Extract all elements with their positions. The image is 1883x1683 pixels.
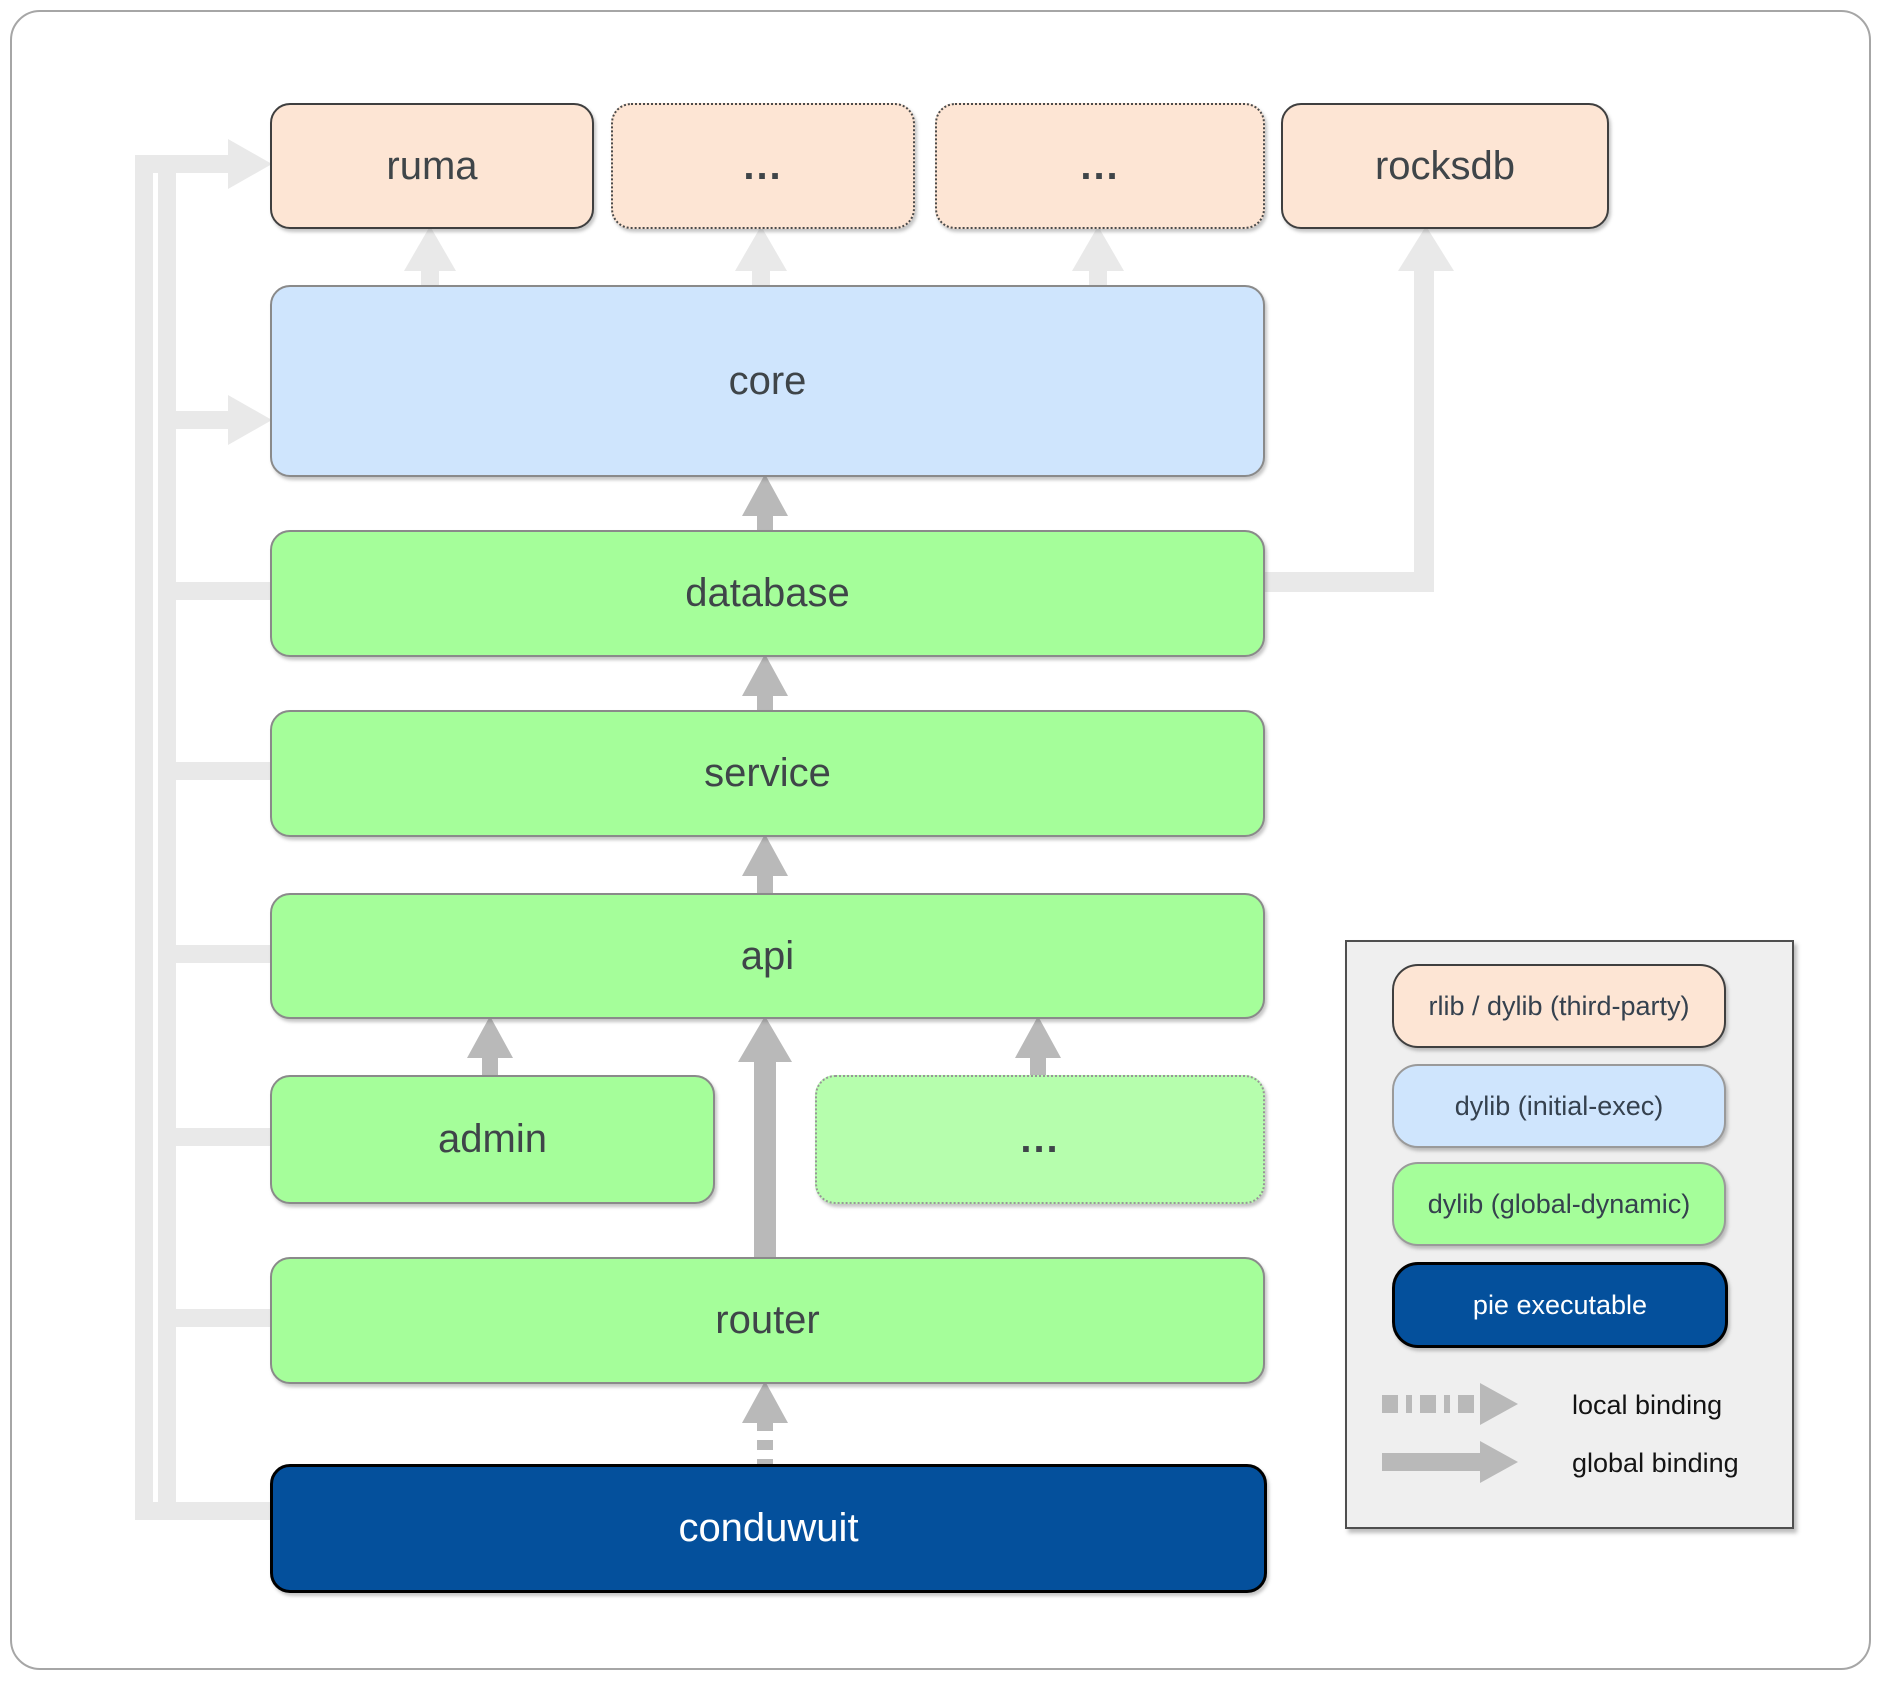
node-ellipsis-top-2: ...: [935, 103, 1265, 229]
arrow-right-icon: [228, 139, 272, 189]
arrow-up-icon: [1398, 226, 1454, 271]
arrow-up-icon: [467, 1016, 513, 1058]
arrow-admin-to-api-shaft: [482, 1056, 498, 1075]
connector-left-inner-vertical: [158, 158, 176, 1512]
arrow-core-to-ruma-shaft: [421, 266, 439, 286]
legend-item-label: dylib (initial-exec): [1454, 1090, 1664, 1121]
legend-binding-label: global binding: [1572, 1448, 1739, 1478]
node-api: api: [270, 893, 1265, 1019]
node-rocksdb: rocksdb: [1281, 103, 1609, 229]
legend-item-initial-exec: dylib (initial-exec): [1392, 1064, 1726, 1148]
node-label: ruma: [386, 143, 478, 188]
arrow-service-to-database-shaft: [757, 694, 773, 710]
arrow-up-icon: [404, 226, 456, 271]
node-label: ...: [743, 143, 783, 188]
arrow-up-icon: [735, 226, 787, 271]
arrow-right-icon: [1480, 1383, 1518, 1425]
node-router: router: [270, 1257, 1265, 1384]
arrow-up-icon: [738, 1016, 792, 1062]
connector-stub-api: [158, 945, 272, 963]
arrow-api-to-service-shaft: [757, 874, 773, 893]
legend-item-label: rlib / dylib (third-party): [1428, 990, 1690, 1021]
legend-item-global-dynamic: dylib (global-dynamic): [1392, 1162, 1726, 1246]
node-label: admin: [438, 1117, 547, 1161]
arrow-conduwuit-to-router-shaft: [757, 1421, 773, 1464]
node-ellipsis-mid: ...: [815, 1075, 1265, 1204]
arrow-core-to-ellipsis2-shaft: [1089, 266, 1107, 286]
connector-stub-database: [158, 582, 272, 600]
node-label: service: [704, 751, 831, 795]
arrow-up-icon: [742, 474, 788, 516]
node-label: core: [728, 358, 807, 403]
connector-stub-core: [158, 411, 230, 429]
connector-stub-admin: [158, 1128, 272, 1146]
node-service: service: [270, 710, 1265, 837]
node-ellipsis-top-1: ...: [611, 103, 915, 229]
node-conduwuit: conduwuit: [270, 1464, 1267, 1593]
node-label: router: [715, 1298, 820, 1342]
connector-conduwuit-horizontal: [135, 1502, 272, 1520]
legend-item-pie-executable: pie executable: [1392, 1262, 1728, 1348]
global-binding-arrow-icon: [1382, 1453, 1482, 1471]
node-label: rocksdb: [1374, 143, 1516, 188]
arrow-up-icon: [1015, 1016, 1061, 1058]
legend-binding-label: local binding: [1572, 1390, 1723, 1420]
node-label: api: [740, 933, 795, 978]
node-label: ...: [1020, 1117, 1060, 1161]
legend-item-third-party: rlib / dylib (third-party): [1392, 964, 1726, 1048]
node-database: database: [270, 530, 1265, 657]
arrow-router-to-api-shaft: [754, 1060, 776, 1257]
node-core: core: [270, 285, 1265, 477]
arrow-up-icon: [742, 1381, 788, 1423]
arrow-ellipsis-to-api-shaft: [1030, 1056, 1046, 1075]
connector-database-to-rocksdb-horizontal: [1261, 572, 1434, 592]
legend-item-label: dylib (global-dynamic): [1427, 1188, 1691, 1219]
arrow-right-icon: [1480, 1441, 1518, 1483]
connector-stub-router: [158, 1309, 272, 1327]
legend-item-label: pie executable: [1472, 1289, 1648, 1320]
node-label: ...: [1080, 143, 1120, 188]
connector-database-to-rocksdb-vertical: [1414, 262, 1434, 592]
connector-left-outer-vertical: [135, 155, 153, 1520]
arrow-database-to-core-shaft: [757, 514, 773, 530]
node-admin: admin: [270, 1075, 715, 1204]
node-ruma: ruma: [270, 103, 594, 229]
connector-stub-service: [158, 762, 272, 780]
arrow-right-icon: [228, 395, 272, 445]
local-binding-arrow-icon: [1382, 1395, 1482, 1413]
arrow-up-icon: [742, 654, 788, 696]
arrow-up-icon: [1072, 226, 1124, 271]
node-label: database: [685, 571, 850, 615]
arrow-up-icon: [742, 834, 788, 876]
node-label: conduwuit: [678, 1506, 859, 1550]
legend-panel: rlib / dylib (third-party) dylib (initia…: [1345, 940, 1794, 1529]
arrow-core-to-ellipsis1-shaft: [752, 266, 770, 286]
connector-stub-ruma: [135, 155, 230, 173]
